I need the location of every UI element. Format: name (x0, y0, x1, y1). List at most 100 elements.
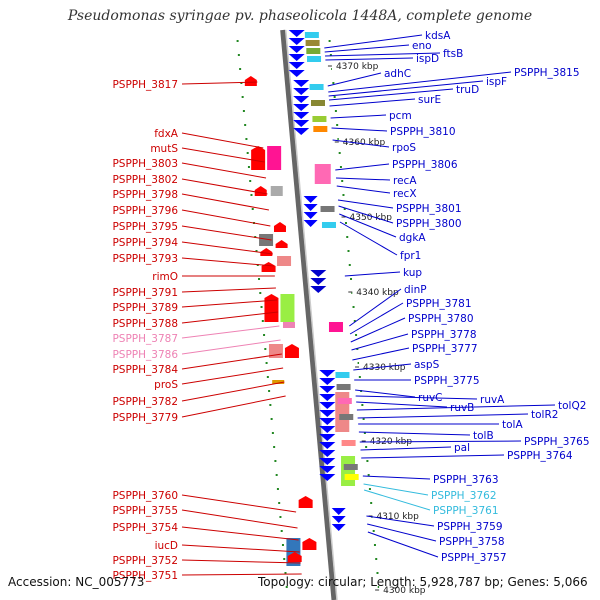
left-gene-label: fdxA (154, 128, 179, 140)
left-track-dot (244, 124, 247, 126)
right-leader-line (350, 317, 406, 343)
right-track-dot (346, 236, 349, 238)
left-gene-label: PSPPH_3798 (112, 189, 178, 201)
reverse-gene-arrow (331, 508, 346, 515)
gene-stripe (335, 372, 350, 378)
left-track-dot (276, 488, 279, 490)
right-gene-label: PSPPH_3781 (406, 298, 472, 310)
left-track-dot (271, 432, 274, 434)
right-leader-line (367, 523, 437, 542)
right-leader-line (335, 163, 390, 171)
reverse-gene-arrow (303, 220, 318, 227)
right-leader-line (366, 515, 435, 527)
reverse-gene-arrow (319, 378, 336, 385)
right-gene-label: PSPPH_3761 (433, 505, 499, 517)
right-gene-label: PSPPH_3775 (414, 375, 480, 387)
right-track-dot (357, 362, 360, 364)
right-track-dot (358, 376, 361, 378)
left-gene-label: PSPPH_3788 (112, 318, 178, 330)
gene-stripe (305, 40, 320, 46)
left-track-dot (241, 96, 244, 98)
left-leader-line (181, 339, 281, 355)
right-gene-label: pal (454, 442, 470, 454)
right-leader-line (356, 401, 448, 408)
right-leader-line (327, 72, 382, 87)
forward-gene-box (272, 380, 285, 384)
kbp-marker-label: 4300 kbp (383, 586, 426, 596)
right-leader-line (339, 213, 397, 238)
left-leader-line (181, 544, 300, 553)
right-track-dot (342, 194, 345, 196)
gene-features (244, 30, 359, 566)
reverse-gene-arrow (319, 442, 336, 449)
left-gene-label: PSPPH_3802 (112, 174, 178, 186)
kbp-marker-label: 4340 kbp (356, 288, 399, 298)
right-track-dot (348, 264, 351, 266)
forward-gene-arrow (273, 222, 286, 232)
left-leader-line (181, 353, 282, 370)
right-track-dot (377, 586, 380, 588)
left-track-dot (255, 250, 258, 252)
reverse-gene-arrow (303, 212, 318, 219)
left-leader-line (181, 299, 278, 308)
right-gene-label: kup (403, 267, 422, 279)
reverse-gene-arrow (319, 394, 336, 401)
right-track-dot (329, 54, 332, 56)
reverse-gene-arrow (319, 418, 336, 425)
right-track-dot (353, 320, 356, 322)
left-gene-label: PSPPH_3754 (112, 522, 178, 534)
right-gene-label: PSPPH_3780 (408, 313, 474, 325)
left-leader-line (181, 395, 286, 418)
left-leader-line (181, 241, 273, 255)
right-gene-label: pcm (389, 110, 412, 122)
left-track-dot (260, 306, 263, 308)
right-track-dot (347, 250, 350, 252)
reverse-gene-arrow (293, 120, 310, 127)
kbp-marker-label: 4350 kbp (350, 213, 393, 223)
right-leader-line (361, 454, 505, 459)
right-gene-label: adhC (384, 68, 411, 80)
forward-gene-arrow (298, 496, 313, 508)
left-track-dot (281, 544, 284, 546)
forward-gene-arrow (284, 344, 299, 358)
reverse-gene-arrow (319, 386, 336, 393)
right-leader-line (329, 98, 416, 107)
reverse-gene-arrow (319, 370, 336, 377)
right-track-dot (365, 446, 368, 448)
gene-stripe (311, 100, 325, 106)
gene-stripe (336, 384, 351, 390)
left-track-dot (258, 278, 261, 280)
left-leader-line (181, 209, 271, 227)
left-gene-label: PSPPH_3794 (112, 237, 178, 249)
left-gene-label: mutS (150, 143, 178, 155)
gene-stripe (307, 56, 322, 62)
right-track-dot (375, 558, 378, 560)
right-track-dot (368, 488, 371, 490)
forward-gene-arrow (287, 552, 302, 562)
right-track-dot (356, 348, 359, 350)
gene-labels: PSPPH_3817fdxAmutSPSPPH_3803PSPPH_3802PS… (112, 30, 589, 582)
right-leader-line (363, 489, 431, 511)
right-leader-line (328, 71, 512, 93)
reverse-gene-arrow (293, 112, 310, 119)
right-leader-line (357, 413, 529, 419)
reverse-gene-arrow (288, 62, 305, 69)
left-track-dot (237, 54, 240, 56)
gene-stripe (313, 126, 328, 132)
left-leader-line (181, 225, 272, 241)
left-leader-line (181, 559, 301, 564)
reverse-gene-arrow (310, 278, 327, 285)
reverse-gene-arrow (319, 410, 336, 417)
right-leader-line (325, 57, 414, 61)
left-track-dot (279, 516, 282, 518)
label-leader-lines (181, 34, 556, 576)
right-leader-line (349, 288, 402, 327)
right-gene-label: PSPPH_3757 (441, 552, 507, 564)
right-gene-label: PSPPH_3762 (431, 490, 497, 502)
left-gene-label: PSPPH_3817 (112, 79, 178, 91)
left-gene-label: iucD (155, 540, 178, 552)
right-gene-label: aspS (414, 359, 440, 371)
reverse-gene-arrow (293, 104, 310, 111)
right-track-dot (376, 572, 379, 574)
forward-gene-arrow (244, 76, 257, 86)
